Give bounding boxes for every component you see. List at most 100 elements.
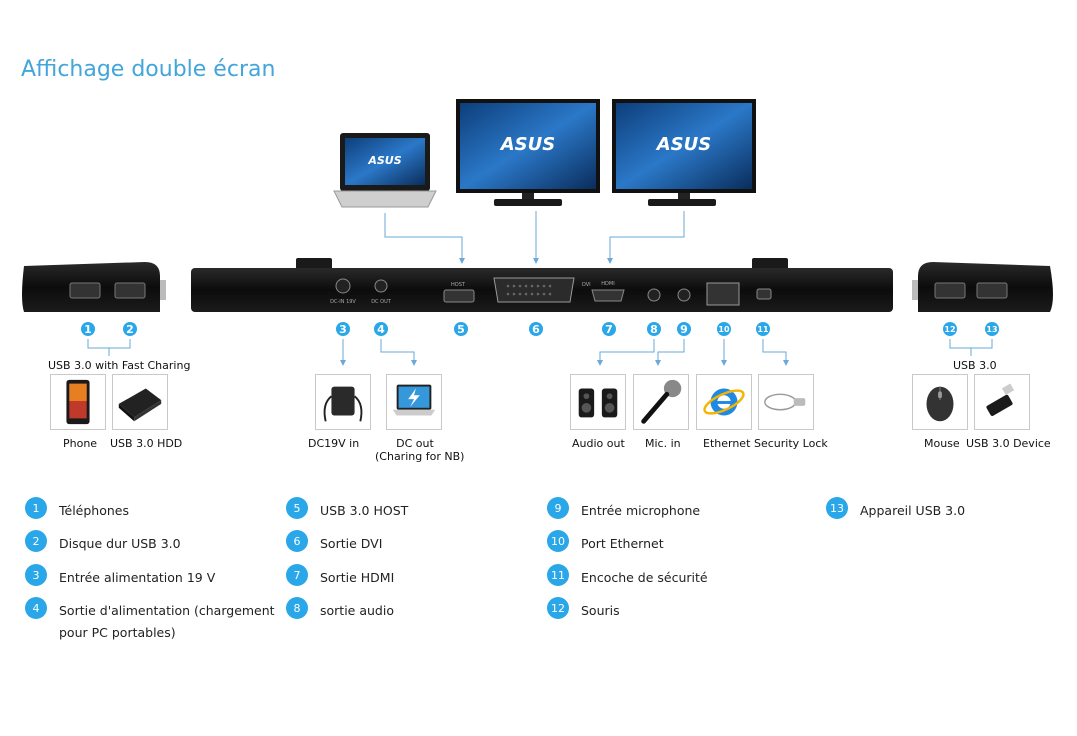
- device-label-phone: Phone: [63, 437, 97, 450]
- legend-number: 1: [25, 497, 47, 519]
- legend-text: Sortie d'alimentation (chargement pour P…: [59, 600, 275, 644]
- dc-in-label: DC-IN 19V: [330, 299, 356, 305]
- internet-explorer-icon: [697, 375, 751, 429]
- usb-fast-charging-label: USB 3.0 with Fast Charing: [48, 359, 190, 372]
- audio-thumb: [570, 374, 626, 430]
- monitor-left-brand: ASUS: [499, 134, 555, 155]
- legend-text-line1: Sortie d'alimentation (chargement: [59, 600, 275, 622]
- dvi-label: DVI: [582, 282, 591, 288]
- port-badge-9: 9: [680, 323, 688, 336]
- port-badge-12: 12: [944, 325, 955, 334]
- legend-text: Entrée microphone: [581, 500, 700, 522]
- legend-item: 1 Téléphones: [25, 500, 129, 522]
- device-label-mic: Mic. in: [645, 437, 681, 450]
- device-label-lock: Security Lock: [754, 437, 828, 450]
- mic-thumb: [633, 374, 689, 430]
- usb-port-13-icon: [977, 283, 1007, 298]
- ethernet-thumb: [696, 374, 752, 430]
- legend-number: 5: [286, 497, 308, 519]
- hdd-thumb: [112, 374, 168, 430]
- dc19v-thumb: [315, 374, 371, 430]
- legend-number: 8: [286, 597, 308, 619]
- legend-text: Téléphones: [59, 500, 129, 522]
- device-label-dc19v: DC19V in: [308, 437, 359, 450]
- dock-right-side: [912, 262, 1053, 312]
- dock-left-side: [22, 262, 166, 312]
- legend-number: 7: [286, 564, 308, 586]
- port-badge-8: 8: [650, 323, 658, 336]
- legend-number: 13: [826, 497, 848, 519]
- legend-item: 2 Disque dur USB 3.0: [25, 533, 181, 555]
- laptop-brand: ASUS: [367, 154, 401, 167]
- legend-text: sortie audio: [320, 600, 394, 622]
- usb-right-label: USB 3.0: [953, 359, 997, 372]
- hdmi-label: HDMI: [601, 281, 614, 287]
- port-badge-3: 3: [339, 323, 347, 336]
- monitor-left-icon: ASUS: [456, 99, 600, 206]
- laptop-icon: ASUS: [334, 133, 436, 207]
- port-badge-13: 13: [986, 325, 997, 334]
- usb-host-port-icon: [444, 290, 474, 302]
- legend-number: 9: [547, 497, 569, 519]
- legend-text: Appareil USB 3.0: [860, 500, 965, 522]
- lock-slot-icon: [757, 289, 771, 299]
- legend-item: 4 Sortie d'alimentation (chargement pour…: [25, 600, 275, 644]
- device-label-usbdev: USB 3.0 Device: [966, 437, 1051, 450]
- legend-item: 11 Encoche de sécurité: [547, 567, 708, 589]
- monitor-right-brand: ASUS: [655, 134, 711, 155]
- port-badges: 1 2 3 4 5 6 7 8 9 10 11 12 13: [81, 322, 999, 336]
- legend-item: 8 sortie audio: [286, 600, 394, 622]
- usb-port-1-icon: [70, 283, 100, 298]
- port-badge-11: 11: [757, 325, 769, 334]
- audio-port-icon: [648, 289, 660, 301]
- legend-item: 9 Entrée microphone: [547, 500, 700, 522]
- legend-text: Entrée alimentation 19 V: [59, 567, 215, 589]
- legend-item: 12 Souris: [547, 600, 620, 622]
- legend-text: Disque dur USB 3.0: [59, 533, 181, 555]
- ethernet-port-icon: [707, 283, 739, 305]
- mouse-icon: [913, 375, 967, 429]
- phone-icon: [51, 375, 105, 429]
- legend-item: 13 Appareil USB 3.0: [826, 500, 965, 522]
- top-connectors: [385, 211, 684, 262]
- device-label-mouse: Mouse: [924, 437, 960, 450]
- legend-number: 6: [286, 530, 308, 552]
- device-label-dcout-line1: DC out: [375, 437, 455, 450]
- legend-number: 12: [547, 597, 569, 619]
- legend-number: 2: [25, 530, 47, 552]
- usb-stick-icon: [975, 375, 1029, 429]
- dc-out-port-icon: [375, 280, 387, 292]
- dcout-thumb: [386, 374, 442, 430]
- port-badge-4: 4: [377, 323, 385, 336]
- dvi-port-icon: [494, 278, 574, 302]
- legend-number: 10: [547, 530, 569, 552]
- legend-number: 3: [25, 564, 47, 586]
- legend-text: Port Ethernet: [581, 533, 664, 555]
- dc-out-label: DC OUT: [371, 299, 392, 305]
- port-badge-10: 10: [718, 325, 730, 334]
- legend-text-line2: pour PC portables): [59, 622, 275, 644]
- legend-item: 5 USB 3.0 HOST: [286, 500, 408, 522]
- legend-text: Sortie HDMI: [320, 567, 394, 589]
- bottom-connectors: [88, 339, 992, 362]
- microphone-icon: [634, 375, 688, 429]
- power-adapter-icon: [316, 375, 370, 429]
- legend-text: Souris: [581, 600, 620, 622]
- usbdev-thumb: [974, 374, 1030, 430]
- port-badge-5: 5: [457, 323, 465, 336]
- legend-text: USB 3.0 HOST: [320, 500, 408, 522]
- host-label: HOST: [451, 282, 466, 288]
- device-label-ethernet: Ethernet: [703, 437, 750, 450]
- mic-port-icon: [678, 289, 690, 301]
- legend-item: 7 Sortie HDMI: [286, 567, 394, 589]
- legend-number: 4: [25, 597, 47, 619]
- hdmi-port-icon: [592, 290, 624, 301]
- port-badge-6: 6: [532, 323, 540, 336]
- dc-in-port-icon: [336, 279, 350, 293]
- port-badge-7: 7: [605, 323, 613, 336]
- legend-item: 10 Port Ethernet: [547, 533, 664, 555]
- legend-item: 6 Sortie DVI: [286, 533, 382, 555]
- lock-thumb: [758, 374, 814, 430]
- port-badge-2: 2: [126, 323, 134, 336]
- mouse-thumb: [912, 374, 968, 430]
